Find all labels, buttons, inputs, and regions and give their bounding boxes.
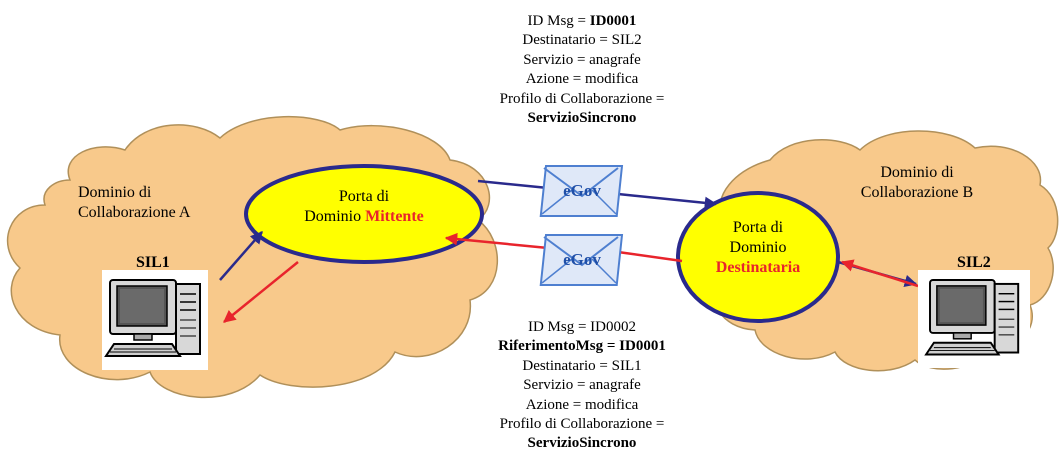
arrow-response-to-port-a	[444, 232, 549, 250]
sil2-label: SIL2	[957, 254, 991, 271]
arrow-port-to-sil1	[223, 261, 299, 323]
domain-a-label: Dominio di Collaborazione A	[78, 184, 191, 221]
response-message-info: ID Msg = ID0002 RiferimentoMsg = ID0001 …	[498, 319, 666, 452]
arrow-sil1-to-port	[219, 231, 263, 281]
domain-b-label: Dominio di Collaborazione B	[860, 164, 974, 201]
arrow-sil2-to-port-b	[840, 259, 919, 288]
port-ellipse-destinataria[interactable]	[676, 191, 840, 323]
port-destinataria-label: Porta di Dominio Destinataria	[715, 219, 801, 276]
arrow-request-to-envelope	[477, 179, 549, 190]
computer-icon	[918, 270, 1030, 368]
envelope-response-label: eGov	[563, 250, 601, 269]
port-ellipse-mittente[interactable]	[244, 164, 484, 264]
port-mittente-label: Porta di Dominio Mittente	[304, 188, 424, 225]
request-message-info: ID Msg = ID0001 Destinatario = SIL2 Serv…	[499, 13, 665, 127]
computer-icon	[102, 270, 208, 370]
envelope-request-label: eGov	[563, 181, 601, 200]
arrow-response-from-port-b	[617, 250, 683, 263]
sil1-label: SIL1	[136, 254, 170, 271]
arrow-request-to-port-b	[617, 192, 718, 210]
